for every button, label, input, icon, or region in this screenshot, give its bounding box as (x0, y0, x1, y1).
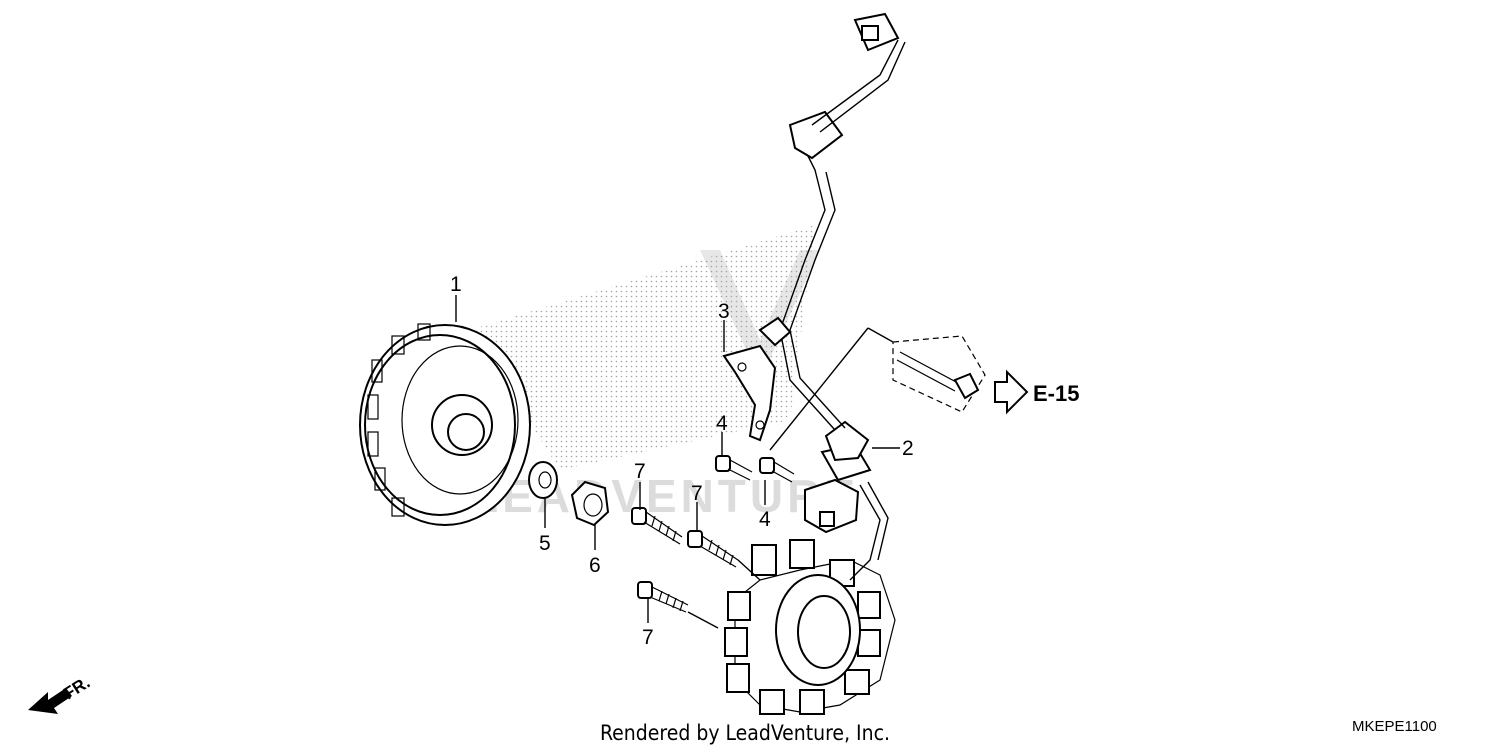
bolt-part-4b[interactable] (759, 457, 795, 483)
washer-part[interactable] (528, 461, 558, 499)
callout-2[interactable]: 2 (902, 437, 914, 460)
callout-1[interactable]: 1 (450, 273, 462, 296)
diagram-code: MKEPE1100 (1352, 718, 1437, 735)
bolt-part-7a[interactable] (631, 507, 683, 545)
flywheel-part[interactable] (359, 323, 531, 526)
bolt-part-4a[interactable] (715, 455, 753, 481)
callout-3[interactable]: 3 (718, 300, 730, 323)
footer-credit: Rendered by LeadVenture, Inc. (600, 721, 890, 745)
callout-7a[interactable]: 7 (634, 460, 646, 483)
leader-lines (455, 295, 900, 629)
callout-4a[interactable]: 4 (716, 412, 728, 435)
reference-bolt-box (769, 327, 986, 451)
callout-4b[interactable]: 4 (759, 508, 771, 531)
callout-7b[interactable]: 7 (691, 482, 703, 505)
stator-part[interactable] (724, 12, 906, 715)
bolt-part-7c[interactable] (637, 581, 689, 613)
callout-5[interactable]: 5 (539, 532, 551, 555)
front-direction-arrow-icon: FR. (28, 673, 93, 714)
bolt-part-7b[interactable] (687, 530, 739, 568)
flange-nut-part[interactable] (570, 480, 610, 527)
clamp-plate-part[interactable] (722, 344, 777, 442)
callout-6[interactable]: 6 (589, 554, 601, 577)
callout-7c[interactable]: 7 (642, 626, 654, 649)
shading-region (470, 225, 815, 470)
reference-arrow-icon[interactable] (994, 369, 1029, 415)
reference-e15-link[interactable]: E-15 (1033, 381, 1079, 406)
